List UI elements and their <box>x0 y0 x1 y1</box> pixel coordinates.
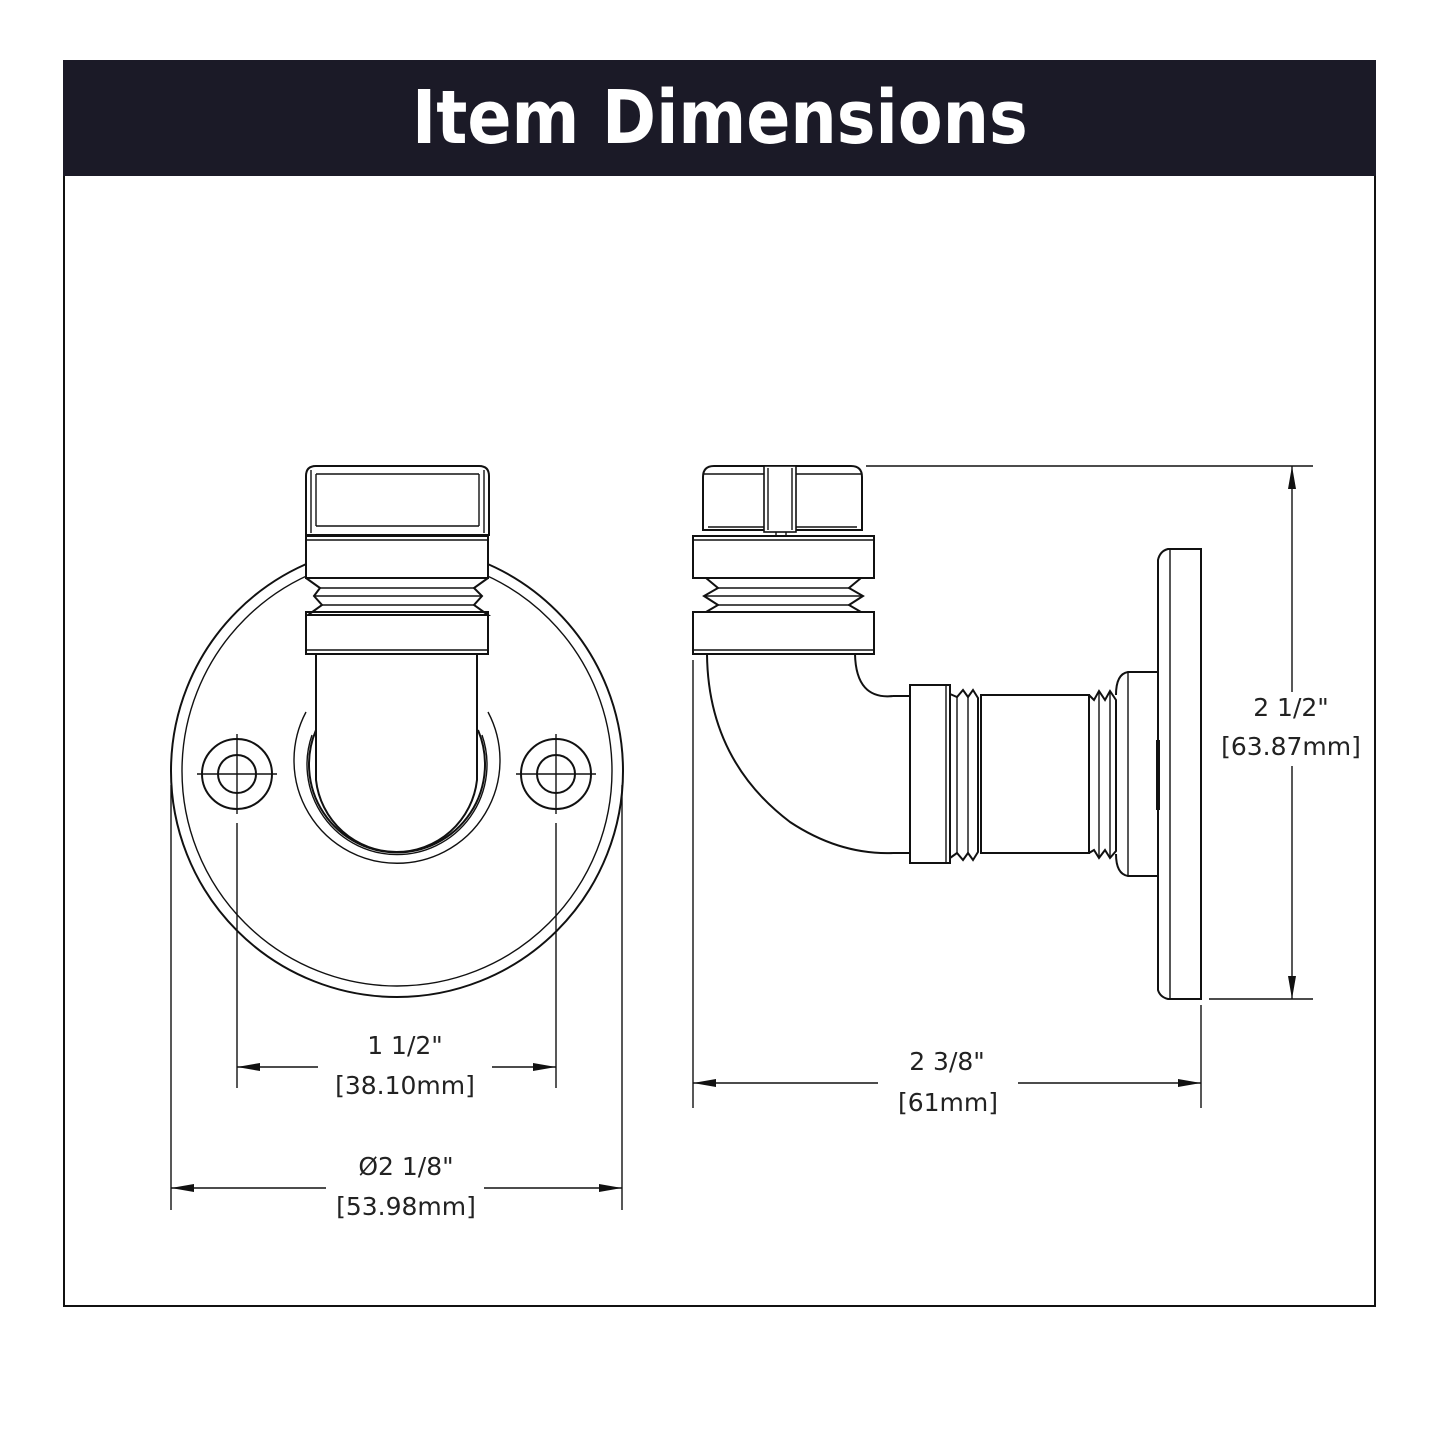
header-bar: Item Dimensions <box>63 60 1376 176</box>
flange-diameter-metric: [53.98mm] <box>336 1192 476 1221</box>
projection-imperial: 2 3/8" <box>909 1047 985 1076</box>
flange-diameter-imperial: Ø2 1/8" <box>358 1152 453 1181</box>
side-view-drawing <box>692 465 1313 1108</box>
hole-spacing-metric: [38.10mm] <box>335 1071 475 1100</box>
page-title: Item Dimensions <box>411 75 1028 161</box>
projection-metric: [61mm] <box>898 1088 998 1117</box>
height-metric: [63.87mm] <box>1221 732 1361 761</box>
front-view-drawing <box>170 460 624 1210</box>
hole-spacing-imperial: 1 1/2" <box>367 1031 443 1060</box>
height-imperial: 2 1/2" <box>1253 693 1329 722</box>
